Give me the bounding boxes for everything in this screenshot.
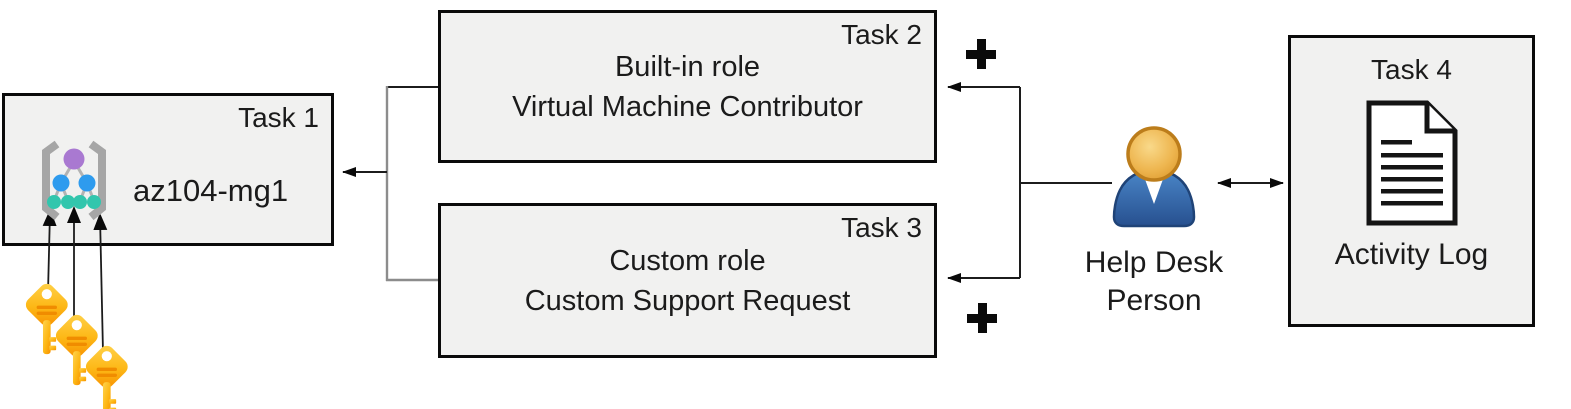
plus-icon — [966, 39, 996, 69]
task2-text: Built-in role Virtual Machine Contributo… — [441, 13, 934, 160]
task3-tag: Task 3 — [841, 212, 922, 243]
bracket-connector-task23-to-task1 — [342, 86, 438, 282]
task4-tag: Task 4 — [1371, 54, 1452, 85]
task2-tag: Task 2 — [841, 19, 922, 50]
task2-line1: Built-in role — [614, 50, 761, 83]
task1-tag: Task 1 — [238, 102, 319, 133]
task4-box: Task 4 Activity Log — [1288, 35, 1535, 327]
task2-line2: Virtual Machine Contributor — [512, 90, 863, 123]
task3-line1: Custom role — [609, 244, 766, 277]
task3-line2: Custom Support Request — [524, 284, 851, 317]
document-icon — [1366, 100, 1457, 226]
plus-icon — [967, 303, 997, 333]
person-label-line1: Help Desk — [1084, 246, 1224, 279]
task2-box: Task 2 Built-in role Virtual Machine Con… — [438, 10, 937, 163]
task3-box: Task 3 Custom role Custom Support Reques… — [438, 203, 937, 358]
key-icon — [82, 342, 131, 409]
management-group-icon — [42, 140, 106, 221]
task4-caption: Activity Log — [1334, 238, 1489, 271]
person-icon — [1112, 126, 1196, 228]
person-label-line2: Person — [1106, 284, 1202, 317]
keys-icon-group — [22, 280, 131, 409]
management-group-name: az104-mg1 — [133, 173, 289, 208]
task1-box: Task 1 az104-mg1 — [2, 93, 334, 246]
person-label: Help Desk Person — [1074, 244, 1234, 320]
task3-text: Custom role Custom Support Request — [441, 206, 934, 355]
